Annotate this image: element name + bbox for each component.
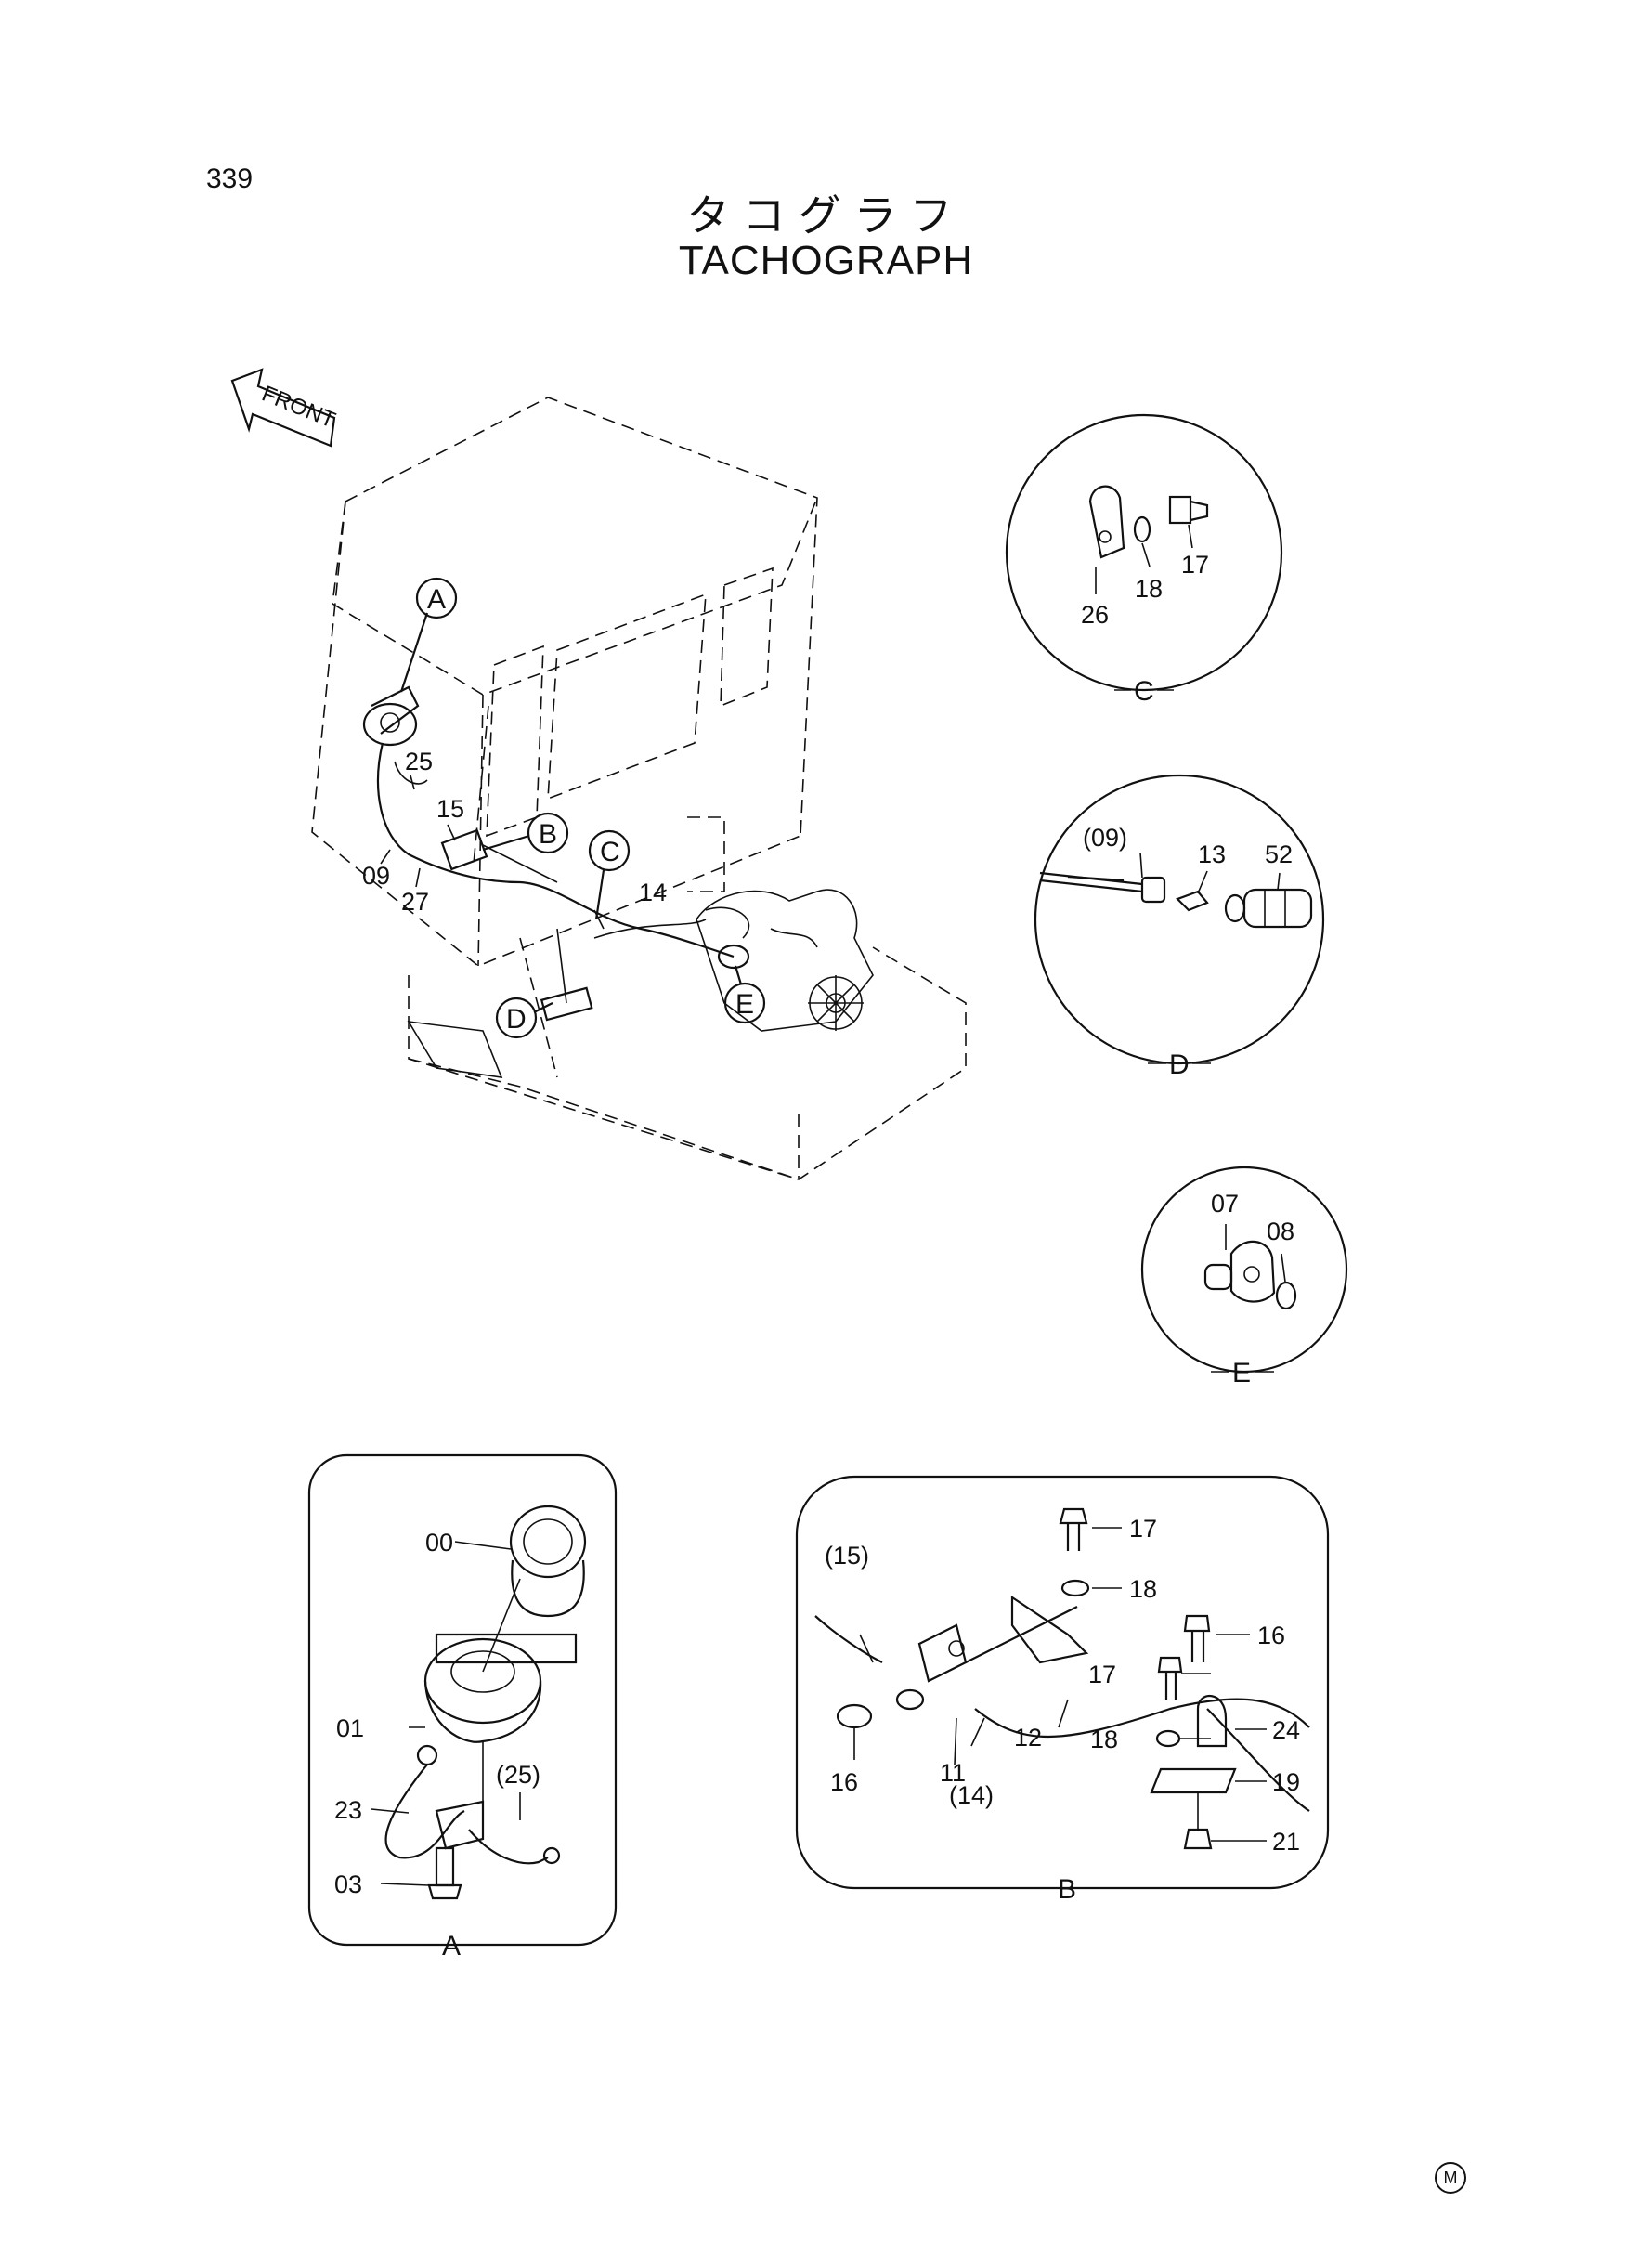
main-part-labels: 25 15 09 27 14 — [362, 748, 667, 916]
title-japanese: タコグラフ — [686, 190, 966, 241]
b-label-11: 11 — [940, 1759, 966, 1787]
e-label-08: 08 — [1267, 1218, 1294, 1245]
page-number: 339 — [206, 163, 254, 194]
d-label-09: (09) — [1083, 824, 1127, 852]
detail-c-caption: C — [1134, 676, 1154, 707]
b-label-19: 19 — [1272, 1768, 1300, 1796]
title-english: TACHOGRAPH — [678, 238, 974, 283]
e-label-07: 07 — [1211, 1190, 1239, 1218]
detail-d: (09) 13 52 D — [1034, 774, 1325, 1080]
tachograph-harness — [362, 685, 750, 1022]
d-label-13: 13 — [1198, 840, 1226, 868]
detail-b: 17 18 (15) 16 17 12 18 24 16 11 (14) 19 … — [795, 1475, 1330, 1905]
callout-a: A — [427, 584, 446, 615]
b-label-12: 12 — [1014, 1724, 1042, 1752]
front-label: FRONT — [258, 381, 339, 433]
detail-e: 07 08 E — [1140, 1166, 1348, 1388]
c-label-18: 18 — [1135, 575, 1163, 603]
callout-c: C — [600, 837, 620, 867]
detail-a-caption: A — [442, 1931, 461, 1961]
a-label-01: 01 — [336, 1714, 364, 1742]
detail-a: 00 01 23 (25) 03 A — [307, 1453, 618, 1961]
detail-c: 26 18 17 C — [1005, 413, 1283, 707]
main-label-27: 27 — [401, 888, 429, 916]
callout-e: E — [735, 989, 754, 1020]
b-label-24: 24 — [1272, 1716, 1300, 1744]
c-label-26: 26 — [1081, 601, 1109, 629]
a-label-00: 00 — [425, 1529, 453, 1557]
b-label-16a: 16 — [1257, 1622, 1285, 1649]
a-label-25: (25) — [496, 1761, 540, 1789]
b-label-17a: 17 — [1129, 1515, 1157, 1543]
b-label-15: (15) — [825, 1542, 869, 1570]
b-label-16b: 16 — [830, 1768, 858, 1796]
a-label-23: 23 — [334, 1796, 362, 1824]
detail-b-caption: B — [1058, 1874, 1076, 1905]
front-arrow-icon: FRONT — [230, 368, 339, 448]
detail-e-caption: E — [1232, 1358, 1251, 1388]
c-label-17: 17 — [1181, 551, 1209, 579]
footer-mark: M — [1435, 2162, 1466, 2194]
b-label-14: (14) — [949, 1781, 994, 1809]
callout-b: B — [539, 819, 557, 850]
detail-d-caption: D — [1169, 1049, 1190, 1080]
b-label-18b: 18 — [1090, 1726, 1118, 1753]
b-label-21: 21 — [1272, 1828, 1300, 1856]
callout-bubbles: A B C D E — [399, 577, 766, 1039]
engine-drawing — [593, 889, 874, 1032]
b-label-17b: 17 — [1088, 1661, 1116, 1688]
d-label-52: 52 — [1265, 840, 1293, 868]
callout-d: D — [506, 1004, 527, 1035]
main-label-09: 09 — [362, 862, 390, 890]
b-label-18a: 18 — [1129, 1575, 1157, 1603]
machine-cab-outline — [311, 397, 818, 967]
main-label-14: 14 — [639, 879, 667, 906]
a-label-03: 03 — [334, 1870, 362, 1898]
machine-frame-outline — [407, 816, 967, 1180]
main-label-25: 25 — [405, 748, 433, 775]
main-label-15: 15 — [436, 795, 464, 823]
